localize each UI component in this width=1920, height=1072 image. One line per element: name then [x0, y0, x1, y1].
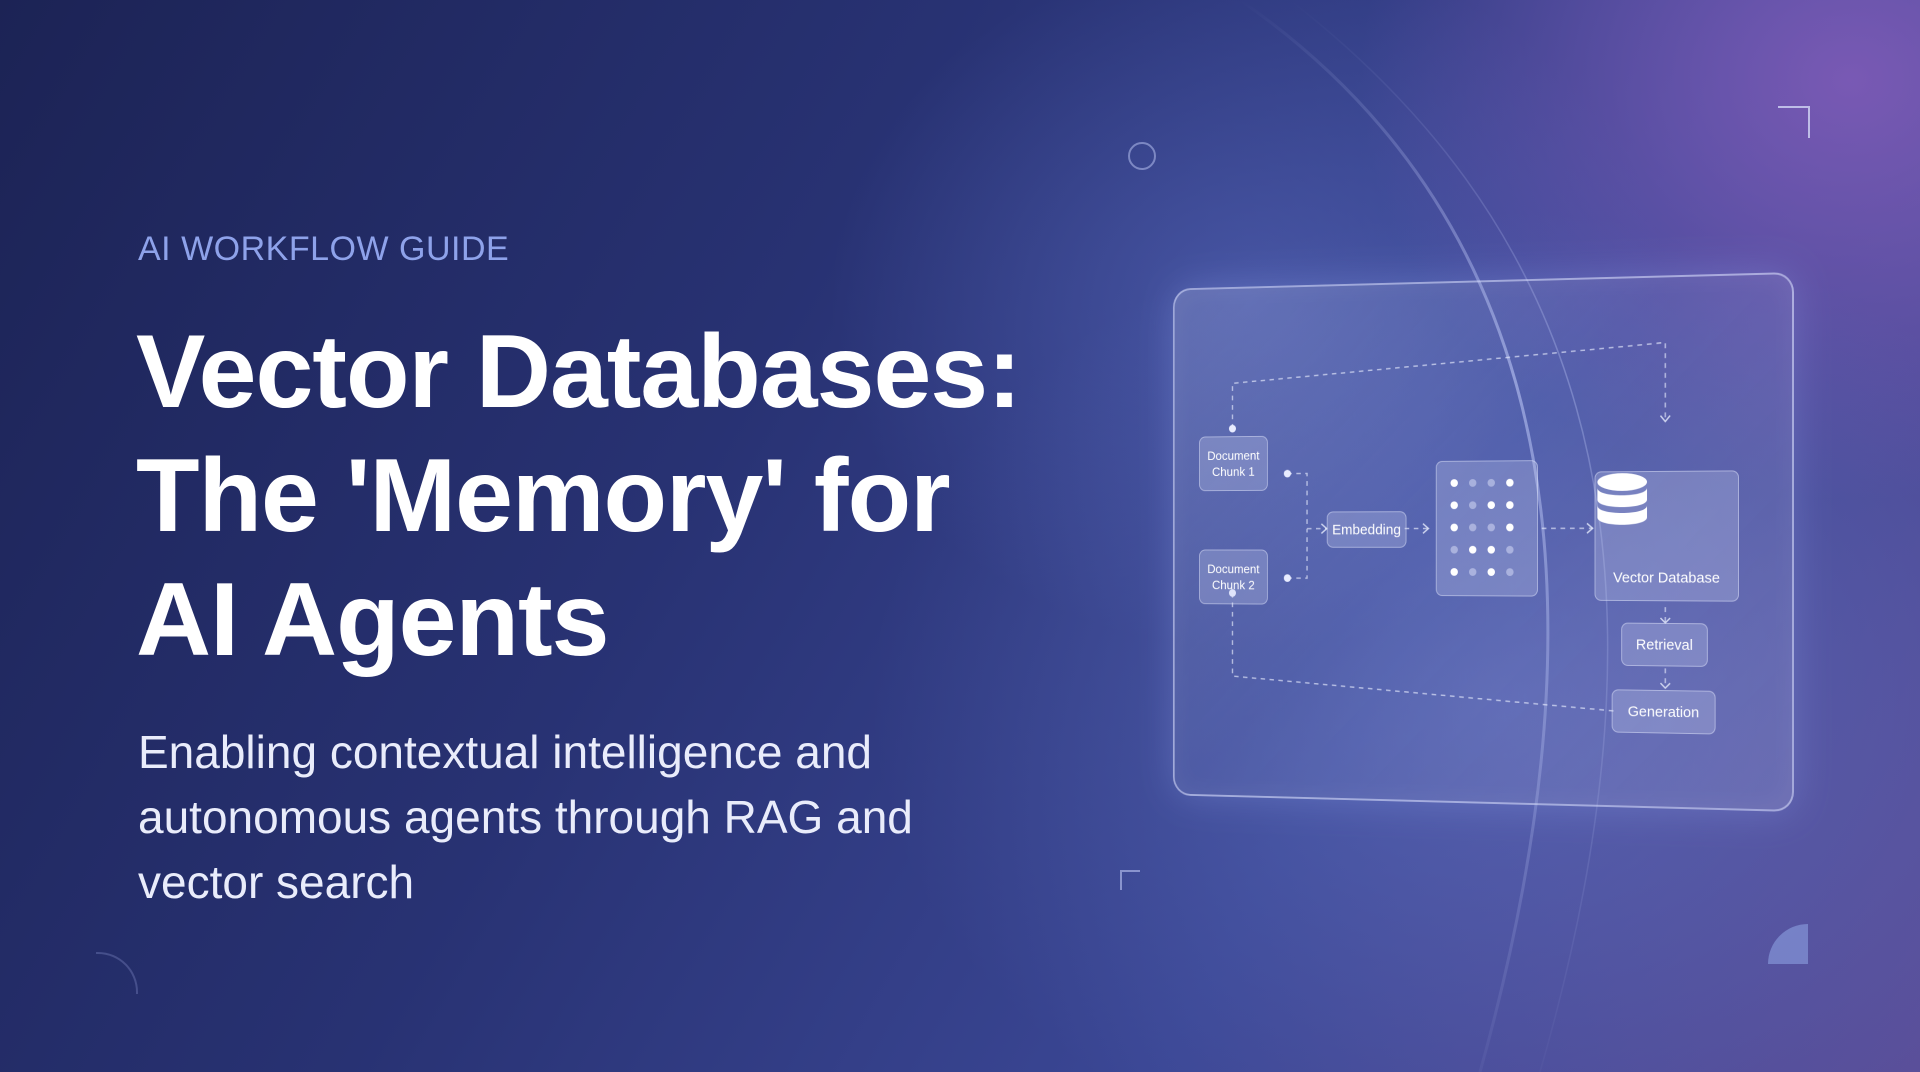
document-chunk-1: Document Chunk 1	[1199, 435, 1268, 492]
document-chunk-2: Document Chunk 2	[1199, 549, 1268, 605]
title-line-2: The 'Memory' for	[136, 438, 951, 554]
corner-bracket-top-right	[1778, 106, 1810, 138]
vector-database-label: Vector Database	[1613, 569, 1720, 587]
title-line-1: Vector Databases:	[136, 314, 1022, 430]
subtitle-line-3: vector search	[138, 856, 415, 908]
generation-node: Generation	[1611, 689, 1716, 735]
database-icon	[1597, 473, 1648, 525]
chunk-2-label-line-2: Chunk 2	[1212, 577, 1255, 593]
corner-bracket-bottom-left	[1120, 870, 1140, 890]
embedding-node: Embedding	[1326, 511, 1407, 548]
chunk-to-embedding-connector	[1287, 473, 1326, 578]
vector-dot-grid-icon	[1450, 478, 1525, 580]
vector-database-node: Vector Database	[1594, 470, 1739, 602]
retrieval-node: Retrieval	[1621, 622, 1708, 667]
circle-decoration	[1128, 142, 1156, 170]
page-title: Vector Databases: The 'Memory' for AI Ag…	[136, 310, 1096, 682]
subtitle-line-1: Enabling contextual intelligence and	[138, 726, 872, 778]
chunk-1-label-line-2: Chunk 1	[1212, 464, 1255, 479]
subtitle-line-2: autonomous agents through RAG and	[138, 791, 913, 843]
title-line-3: AI Agents	[136, 562, 610, 678]
vector-grid-node	[1435, 460, 1538, 597]
chunk-1-label-line-1: Document	[1207, 448, 1260, 463]
workflow-diagram-panel: Document Chunk 1 Document Chunk 2 Embedd…	[1172, 272, 1794, 812]
top-loop-connector	[1232, 343, 1665, 429]
eyebrow-label: AI WORKFLOW GUIDE	[138, 230, 510, 268]
chunk-2-label-line-1: Document	[1207, 561, 1260, 577]
subtitle: Enabling contextual intelligence and aut…	[138, 720, 1038, 915]
bottom-loop-connector	[1232, 593, 1613, 711]
